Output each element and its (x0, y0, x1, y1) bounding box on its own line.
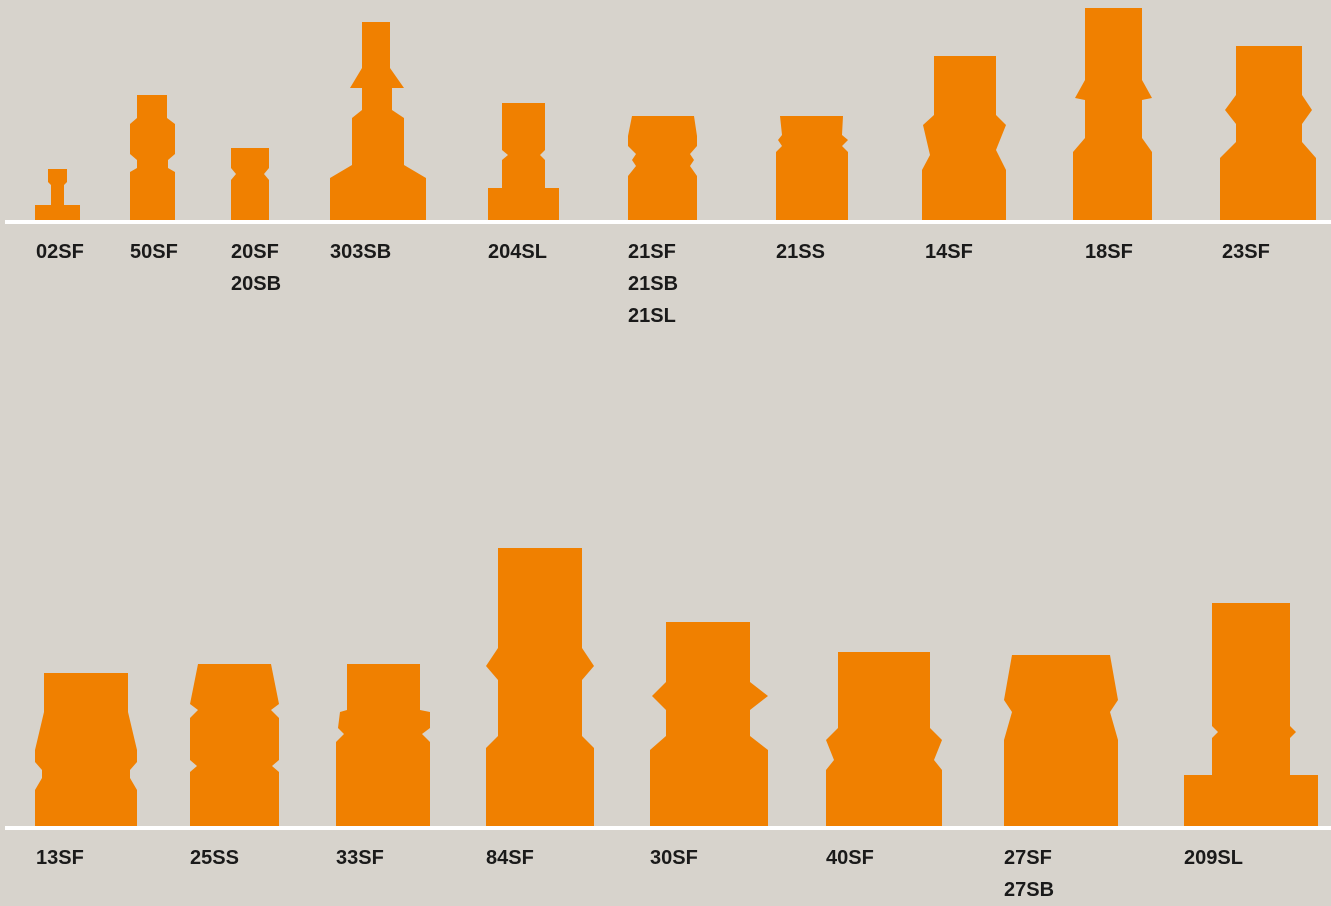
profile-21ss (776, 116, 848, 220)
profile-18sf (1073, 8, 1152, 220)
label-line: 23SF (1222, 241, 1270, 263)
label-25ss: 25SS (190, 842, 239, 874)
profile-20sf (231, 148, 269, 220)
label-line: 25SS (190, 847, 239, 869)
profile-33sf (336, 664, 430, 826)
profile-02sf (35, 169, 80, 220)
baseline-row-1 (5, 220, 1331, 224)
label-line: 14SF (925, 241, 973, 263)
label-line: 18SF (1085, 241, 1133, 263)
label-02sf: 02SF (36, 236, 84, 268)
profile-23sf (1220, 46, 1316, 220)
label-line: 21SS (776, 241, 825, 263)
label-18sf: 18SF (1085, 236, 1133, 268)
label-line: 50SF (130, 241, 178, 263)
label-21ss: 21SS (776, 236, 825, 268)
label-23sf: 23SF (1222, 236, 1270, 268)
label-line: 21SB (628, 273, 679, 295)
profile-13sf (35, 673, 137, 826)
label-line: 02SF (36, 241, 84, 263)
profile-209sl (1184, 603, 1318, 826)
label-line: 21SL (628, 305, 676, 327)
label-204sl: 204SL (488, 236, 547, 268)
profile-40sf (826, 652, 942, 826)
baseline-row-2 (5, 826, 1331, 830)
profile-50sf (130, 95, 175, 220)
profile-21sf (628, 116, 697, 220)
label-line: 303SB (330, 241, 392, 263)
profile-84sf (486, 548, 594, 826)
label-50sf: 50SF (130, 236, 178, 268)
label-line: 13SF (36, 847, 84, 869)
label-line: 209SL (1184, 847, 1243, 869)
profile-27sf (1004, 655, 1118, 826)
profile-25ss (190, 664, 279, 826)
label-84sf: 84SF (486, 842, 534, 874)
label-27sf: 27SF 27SB (1004, 842, 1054, 906)
label-line: 27SB (1004, 879, 1055, 901)
label-line: 20SF (231, 241, 279, 263)
label-303sb: 303SB (330, 236, 391, 268)
label-line: 20SB (231, 273, 282, 295)
label-20sf: 20SF 20SB (231, 236, 281, 300)
label-14sf: 14SF (925, 236, 973, 268)
profile-303sb (330, 22, 426, 220)
label-40sf: 40SF (826, 842, 874, 874)
label-line: 33SF (336, 847, 384, 869)
profile-14sf (922, 56, 1006, 220)
label-line: 84SF (486, 847, 534, 869)
label-line: 27SF (1004, 847, 1052, 869)
label-30sf: 30SF (650, 842, 698, 874)
label-209sl: 209SL (1184, 842, 1243, 874)
profile-30sf (650, 622, 768, 826)
label-21sf: 21SF 21SB 21SL (628, 236, 678, 332)
label-13sf: 13SF (36, 842, 84, 874)
label-line: 21SF (628, 241, 676, 263)
label-line: 40SF (826, 847, 874, 869)
label-33sf: 33SF (336, 842, 384, 874)
profile-204sl (488, 103, 559, 220)
label-line: 204SL (488, 241, 547, 263)
label-line: 30SF (650, 847, 698, 869)
